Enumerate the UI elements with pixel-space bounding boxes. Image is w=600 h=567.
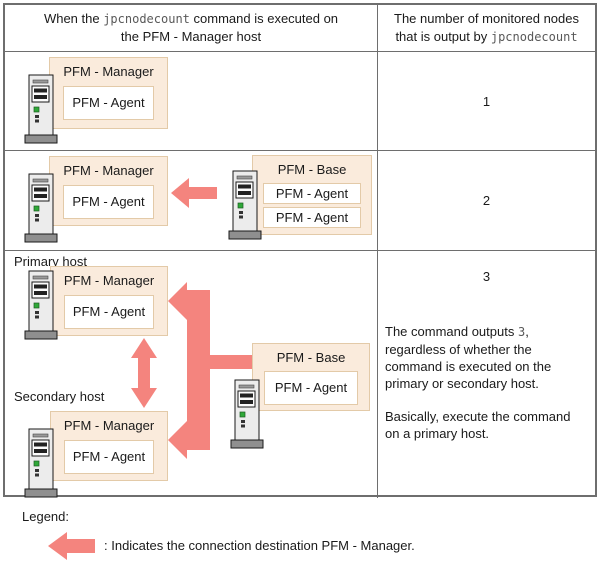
- header-right-code: jpcnodecount: [490, 30, 578, 44]
- server-icon: [230, 379, 264, 449]
- sync-arrow-icon: [131, 338, 157, 408]
- server-icon: [24, 173, 58, 243]
- row1-count-cell: 1: [378, 52, 595, 150]
- note1-code: 3: [517, 325, 526, 339]
- pfm-manager-box: PFM - Manager PFM - Agent: [49, 57, 168, 129]
- primary-pfm-manager-box: PFM - Manager PFM - Agent: [50, 266, 168, 336]
- server-icon: [24, 74, 58, 144]
- row3-notes: The command outputs 3, regardless of whe…: [385, 323, 587, 443]
- pfm-manager-label: PFM - Manager: [63, 418, 155, 433]
- secondary-host-label: Secondary host: [14, 389, 105, 404]
- row3-arrows: [131, 282, 252, 459]
- pfm-agent-box: PFM - Agent: [263, 183, 361, 204]
- pfm-base-box: PFM - Base PFM - Agent PFM - Agent: [252, 155, 372, 235]
- pfm-agent-box: PFM - Agent: [63, 185, 154, 219]
- connection-arrow-icon: [171, 178, 217, 208]
- note1-post: , regardless of whether the command is e…: [385, 324, 552, 392]
- pfm-manager-label: PFM - Manager: [63, 273, 155, 288]
- row1-diagram-cell: PFM - Manager PFM - Agent: [5, 52, 378, 150]
- header-text-right: The number of monitored nodes that is ou…: [384, 10, 590, 46]
- header-right-pre: The number of monitored nodes that is ou…: [394, 10, 579, 44]
- pfm-agent-box: PFM - Agent: [64, 440, 154, 474]
- row2-diagram-cell: PFM - Manager PFM - Agent PFM - Base PFM…: [5, 151, 378, 250]
- legend-arrow-icon: [48, 532, 95, 560]
- header-cell-count: The number of monitored nodes that is ou…: [378, 5, 595, 51]
- pfm-base-label: PFM - Base: [277, 162, 347, 177]
- header-left-code: jpcnodecount: [103, 11, 190, 26]
- table-row-1: PFM - Manager PFM - Agent 1: [5, 52, 595, 151]
- legend-title: Legend:: [22, 509, 69, 524]
- note-basically: Basically, execute the command on a prim…: [385, 409, 571, 442]
- pfm-manager-label: PFM - Manager: [63, 163, 154, 178]
- node-count-value: 2: [482, 193, 491, 208]
- note1-pre: The command outputs: [385, 324, 518, 339]
- pfm-agent-box: PFM - Agent: [64, 295, 154, 329]
- primary-host-label: Primary host: [14, 254, 87, 269]
- pfm-agent-box: PFM - Agent: [263, 207, 361, 228]
- header-left-pre: When the: [43, 10, 104, 26]
- pfm-manager-box: PFM - Manager PFM - Agent: [49, 156, 168, 226]
- note-output: The command outputs 3, regardless of whe…: [385, 323, 587, 392]
- pfm-base-label: PFM - Base: [276, 350, 346, 365]
- row3-count-cell: 3 The command outputs 3, regardless of w…: [378, 251, 595, 498]
- header-text-left: When the jpcnodecount command is execute…: [37, 10, 345, 46]
- table-row-3: Primary host PFM - Manager PFM - Agent S…: [5, 251, 595, 498]
- pfm-manager-label: PFM - Manager: [63, 64, 154, 79]
- row2-count-cell: 2: [378, 151, 595, 250]
- row3-diagram-cell: Primary host PFM - Manager PFM - Agent S…: [5, 251, 378, 498]
- nodecount-table: When the jpcnodecount command is execute…: [3, 3, 597, 498]
- secondary-pfm-manager-box: PFM - Manager PFM - Agent: [50, 411, 168, 481]
- server-icon: [228, 170, 262, 240]
- pfm-agent-box: PFM - Agent: [264, 371, 358, 405]
- table-row-2: PFM - Manager PFM - Agent PFM - Base PFM…: [5, 151, 595, 251]
- header-cell-command: When the jpcnodecount command is execute…: [5, 5, 378, 51]
- legend-description: : Indicates the connection destination P…: [104, 538, 415, 553]
- pfm-agent-box: PFM - Agent: [63, 86, 154, 120]
- pfm-base-box: PFM - Base PFM - Agent: [252, 343, 370, 411]
- node-count-value: 1: [482, 93, 491, 109]
- server-icon: [24, 428, 58, 498]
- branch-arrow-icon: [168, 282, 252, 459]
- node-count-value: 3: [482, 269, 491, 284]
- table-header-row: When the jpcnodecount command is execute…: [5, 5, 595, 52]
- server-icon: [24, 270, 58, 340]
- header-left-post: command is executed on the PFM - Manager…: [120, 10, 339, 44]
